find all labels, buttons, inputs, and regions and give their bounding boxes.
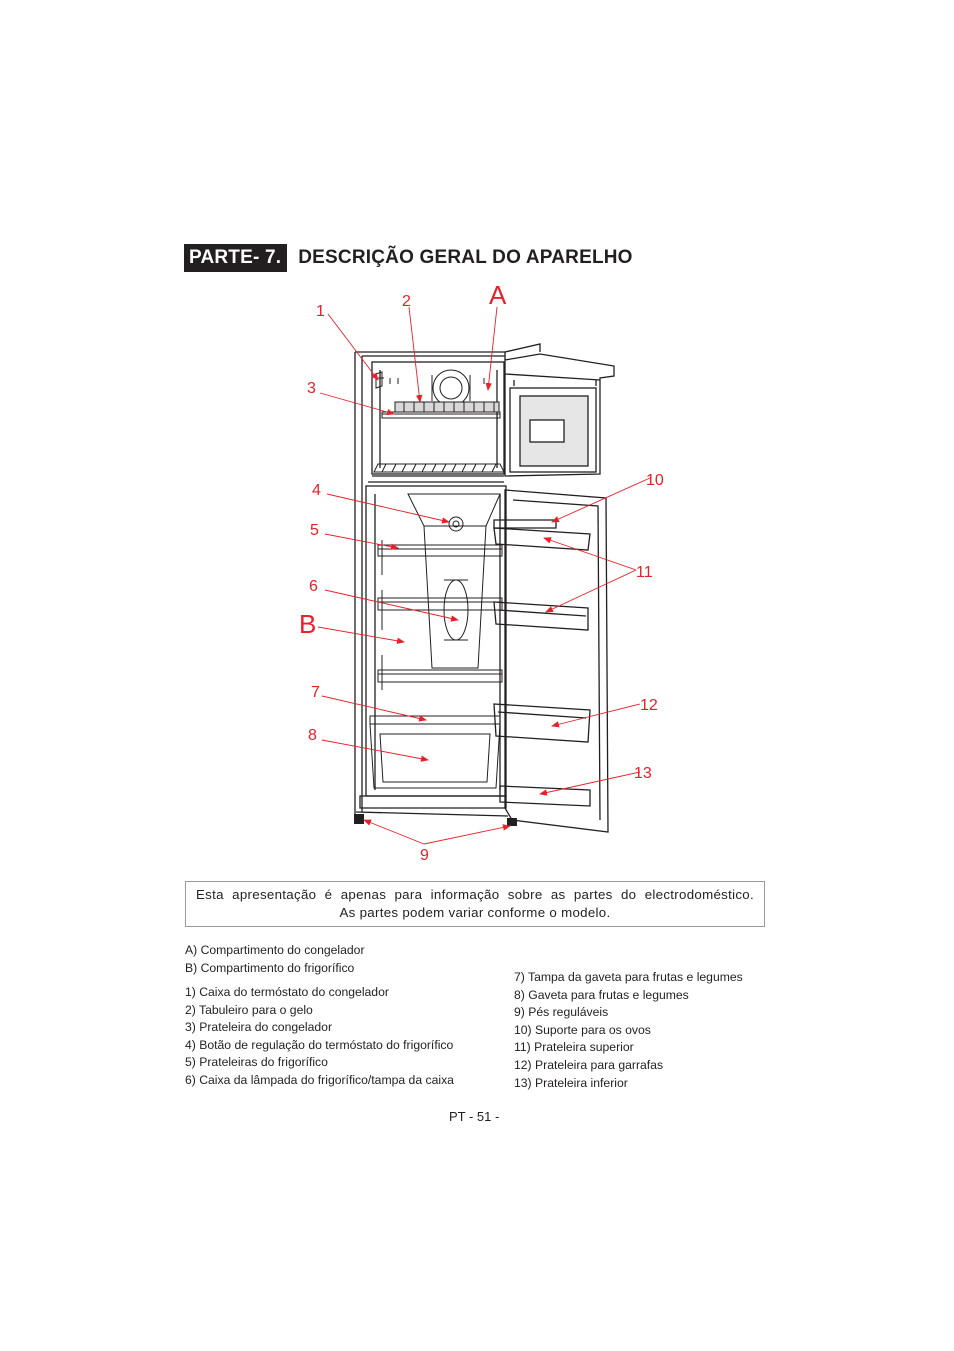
disclaimer-line-1: Esta apresentação é apenas para informaç… xyxy=(196,887,754,902)
section-title: DESCRIÇÃO GERAL DO APARELHO xyxy=(298,247,633,268)
list-item: 10) Suporte para os ovos xyxy=(514,1022,651,1037)
list-item: B) Compartimento do frigorífico xyxy=(185,960,355,975)
callout-4: 4 xyxy=(312,482,321,499)
list-item: 3) Prateleira do congelador xyxy=(185,1020,333,1035)
page-number: PT - 51 - xyxy=(449,1109,500,1124)
callout-6: 6 xyxy=(309,578,318,595)
list-item: 1) Caixa do termóstato do congelador xyxy=(185,985,389,999)
compartment-list: A) Compartimento do congelador B) Compar… xyxy=(185,942,365,977)
callout-3: 3 xyxy=(307,380,316,397)
list-item: 13) Prateleira inferior xyxy=(514,1075,628,1090)
part-badge: PARTE- 7. xyxy=(184,244,288,272)
callout-11: 11 xyxy=(636,564,653,581)
list-item: 4) Botão de regulação do termóstato do f… xyxy=(185,1037,454,1052)
list-item: 11) Prateleira superior xyxy=(514,1040,634,1055)
refrigerator-diagram: 1 2 A 3 4 5 6 B 7 8 9 10 11 12 13 xyxy=(299,280,664,864)
callout-a: A xyxy=(489,280,507,310)
parts-list-left: 1) Caixa do termóstato do congelador 2) … xyxy=(185,984,454,1090)
freezer-interior xyxy=(373,369,505,473)
fridge-interior xyxy=(369,493,503,789)
callout-b: B xyxy=(299,609,316,639)
adjustable-feet xyxy=(354,814,517,826)
callout-2: 2 xyxy=(402,293,411,310)
fridge-door xyxy=(493,489,609,833)
callout-7: 7 xyxy=(311,684,320,701)
callout-10: 10 xyxy=(646,472,664,489)
freezer-door xyxy=(504,353,615,477)
list-item: 2) Tabuleiro para o gelo xyxy=(185,1002,313,1017)
callout-9: 9 xyxy=(420,847,429,864)
callout-8: 8 xyxy=(308,727,317,744)
callout-5: 5 xyxy=(310,522,319,539)
list-item: 8) Gaveta para frutas e legumes xyxy=(514,987,689,1002)
list-item: 6) Caixa da lâmpada do frigorífico/tampa… xyxy=(185,1072,454,1087)
parts-list-right: 7) Tampa da gaveta para frutas e legumes… xyxy=(514,969,743,1092)
section-heading: PARTE- 7. DESCRIÇÃO GERAL DO APARELHO xyxy=(184,244,633,272)
callout-1: 1 xyxy=(316,303,325,320)
list-item: 7) Tampa da gaveta para frutas e legumes xyxy=(514,970,743,984)
list-item: A) Compartimento do congelador xyxy=(185,943,365,957)
callout-labels: 1 2 A 3 4 5 6 B 7 8 9 10 11 12 13 xyxy=(299,280,664,864)
disclaimer-box: Esta apresentação é apenas para informaç… xyxy=(185,881,765,927)
callout-lines xyxy=(317,306,651,845)
list-item: 12) Prateleira para garrafas xyxy=(514,1057,664,1072)
callout-13: 13 xyxy=(634,765,652,782)
callout-12: 12 xyxy=(640,697,658,714)
disclaimer-line-2: As partes podem variar conforme o modelo… xyxy=(339,905,611,920)
list-item: 9) Pés reguláveis xyxy=(514,1005,609,1020)
list-item: 5) Prateleiras do frigorífico xyxy=(185,1055,328,1070)
